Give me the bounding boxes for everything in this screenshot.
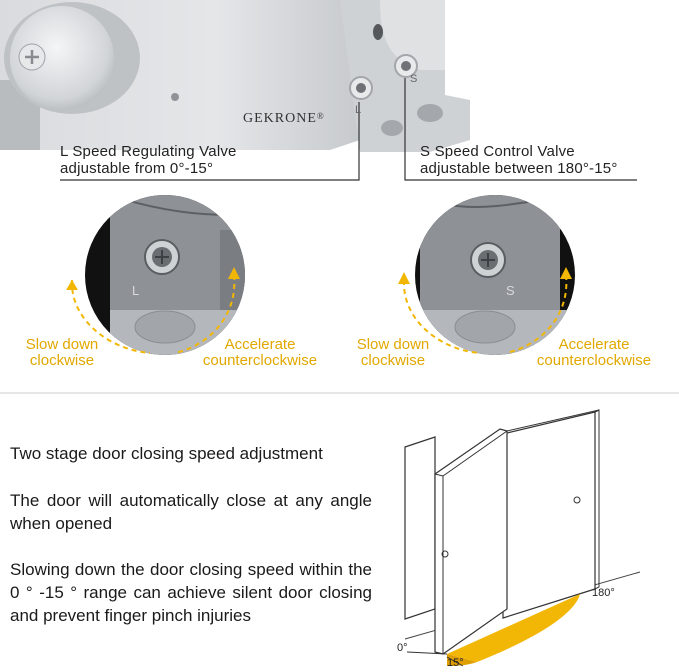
callout-line-l — [60, 102, 360, 181]
door-diagram — [404, 409, 641, 667]
feature-panel: Two stage door closing speed adjustment … — [0, 394, 679, 672]
slow-arc-s — [402, 279, 481, 354]
feature-silent-close: Slowing down the door closing speed with… — [10, 560, 372, 625]
valve-l-port — [349, 76, 373, 100]
section-divider — [0, 392, 679, 394]
callout-line-s — [404, 78, 637, 181]
door-leaf-open — [502, 411, 596, 619]
feature-heading: Two stage door closing speed adjustment — [10, 444, 323, 463]
valve-s-zoom-marker: S — [506, 283, 515, 298]
valve-s-marker: S — [410, 73, 418, 85]
valve-s-range: adjustable between 180°-15° — [420, 160, 618, 177]
screw-icon — [481, 253, 495, 267]
door-knob-icon — [573, 496, 581, 504]
door-knob-icon — [441, 550, 449, 558]
angle-label-180: 180° — [592, 587, 615, 599]
valve-l-zoom: L — [66, 195, 245, 355]
accelerate-label-s: Accelerate counterclockwise — [536, 336, 652, 369]
door-frame-left — [404, 436, 436, 620]
valve-l-title: L Speed Regulating Valve — [60, 143, 237, 160]
screw-icon — [25, 50, 39, 64]
accelerate-label-l: Accelerate counterclockwise — [202, 336, 318, 369]
valve-s-label: S Speed Control Valve adjustable between… — [420, 143, 618, 177]
fast-arc-s — [505, 274, 568, 354]
door-leaf-closing — [434, 428, 508, 655]
product-detail-panel: L S GEKRONE® L Speed Regulating Valve ad… — [0, 0, 652, 369]
valve-s-title: S Speed Control Valve — [420, 143, 575, 160]
valve-l-marker: L — [355, 104, 362, 116]
valve-l-range: adjustable from 0°-15° — [60, 160, 214, 177]
angle-label-0: 0° — [397, 642, 408, 654]
angle-label-15: 15° — [447, 657, 464, 669]
valve-s-port — [394, 54, 418, 78]
slow-down-label-s: Slow down clockwise — [356, 336, 430, 369]
valve-l-label: L Speed Regulating Valve adjustable from… — [60, 143, 237, 177]
door-closer-illustration — [0, 0, 637, 181]
fast-arc-l — [174, 274, 236, 354]
valve-s-zoom: S — [398, 195, 575, 355]
slow-arc-l — [70, 279, 151, 354]
angle-sweep-180 — [447, 594, 580, 662]
feature-auto-close: The door will automatically close at any… — [10, 491, 372, 533]
angle-sweep-15 — [447, 654, 477, 666]
brand-logo: GEKRONE® — [243, 111, 325, 126]
screw-icon — [155, 250, 169, 264]
slow-down-label-l: Slow down clockwise — [25, 336, 99, 369]
valve-l-zoom-marker: L — [132, 283, 139, 298]
adjuster-knob — [4, 2, 140, 114]
